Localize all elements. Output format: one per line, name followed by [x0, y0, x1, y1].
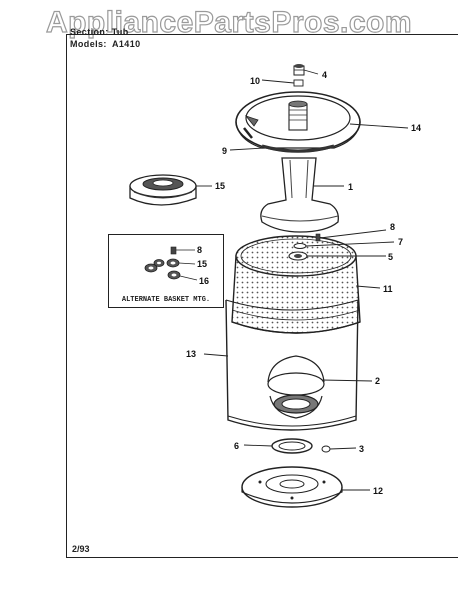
- callout-8: 8: [390, 222, 395, 232]
- callout-13: 13: [186, 349, 196, 359]
- callout-5: 5: [388, 252, 393, 262]
- callout-9: 9: [222, 146, 227, 156]
- callout-11: 11: [383, 284, 393, 294]
- leader-lines: [196, 69, 409, 491]
- callout-6: 6: [234, 441, 239, 451]
- alternate-basket-inset: 8 15 16 ALTERNATE BASKET MTG.: [108, 234, 224, 308]
- inset-parts-drawing: 8 15 16: [144, 245, 209, 286]
- callout-1: 1: [348, 182, 353, 192]
- models-label: Models:: [70, 39, 107, 49]
- part-4-cap: [293, 64, 305, 76]
- callout-7: 7: [398, 237, 403, 247]
- part-13-outer-tub: [225, 299, 359, 431]
- callout-12: 12: [373, 486, 383, 496]
- part-1-agitator: [260, 157, 339, 233]
- footer-date: 2/93: [72, 544, 90, 554]
- watermark-logo: AppliancePartsPros.com: [45, 5, 413, 39]
- section-title: Section: Tub: [70, 27, 129, 37]
- inset-bolt-icon: [167, 270, 198, 281]
- part-12-tub-support: [241, 466, 343, 508]
- models-value: A1410: [112, 39, 141, 49]
- inset-screw-icon: [170, 246, 195, 255]
- part-15-drive-block: [129, 174, 197, 206]
- part-8-screw: [315, 233, 321, 242]
- part-11-spin-basket: [231, 235, 361, 334]
- callout-3: 3: [359, 444, 364, 454]
- part-3-clip: [321, 445, 331, 453]
- diagram-frame: [66, 34, 458, 558]
- callout-10: 10: [250, 76, 260, 86]
- callout-14: 14: [411, 123, 421, 133]
- inset-caption: ALTERNATE BASKET MTG.: [121, 296, 211, 304]
- agitator-hub: [288, 100, 308, 131]
- inset-callout-15: 15: [197, 259, 207, 269]
- inset-nut-icon: [144, 258, 196, 273]
- inset-callout-16: 16: [199, 276, 209, 286]
- part-5-hub-nut: [288, 251, 308, 261]
- inset-callout-8: 8: [197, 245, 202, 255]
- part-7-washer: [293, 243, 307, 249]
- callout-4: 4: [322, 70, 327, 80]
- part-2-tub-seal: [267, 355, 325, 419]
- callout-15: 15: [215, 181, 225, 191]
- part-6-gasket: [271, 438, 313, 454]
- callout-2: 2: [375, 376, 380, 386]
- part-10-screw: [293, 79, 304, 87]
